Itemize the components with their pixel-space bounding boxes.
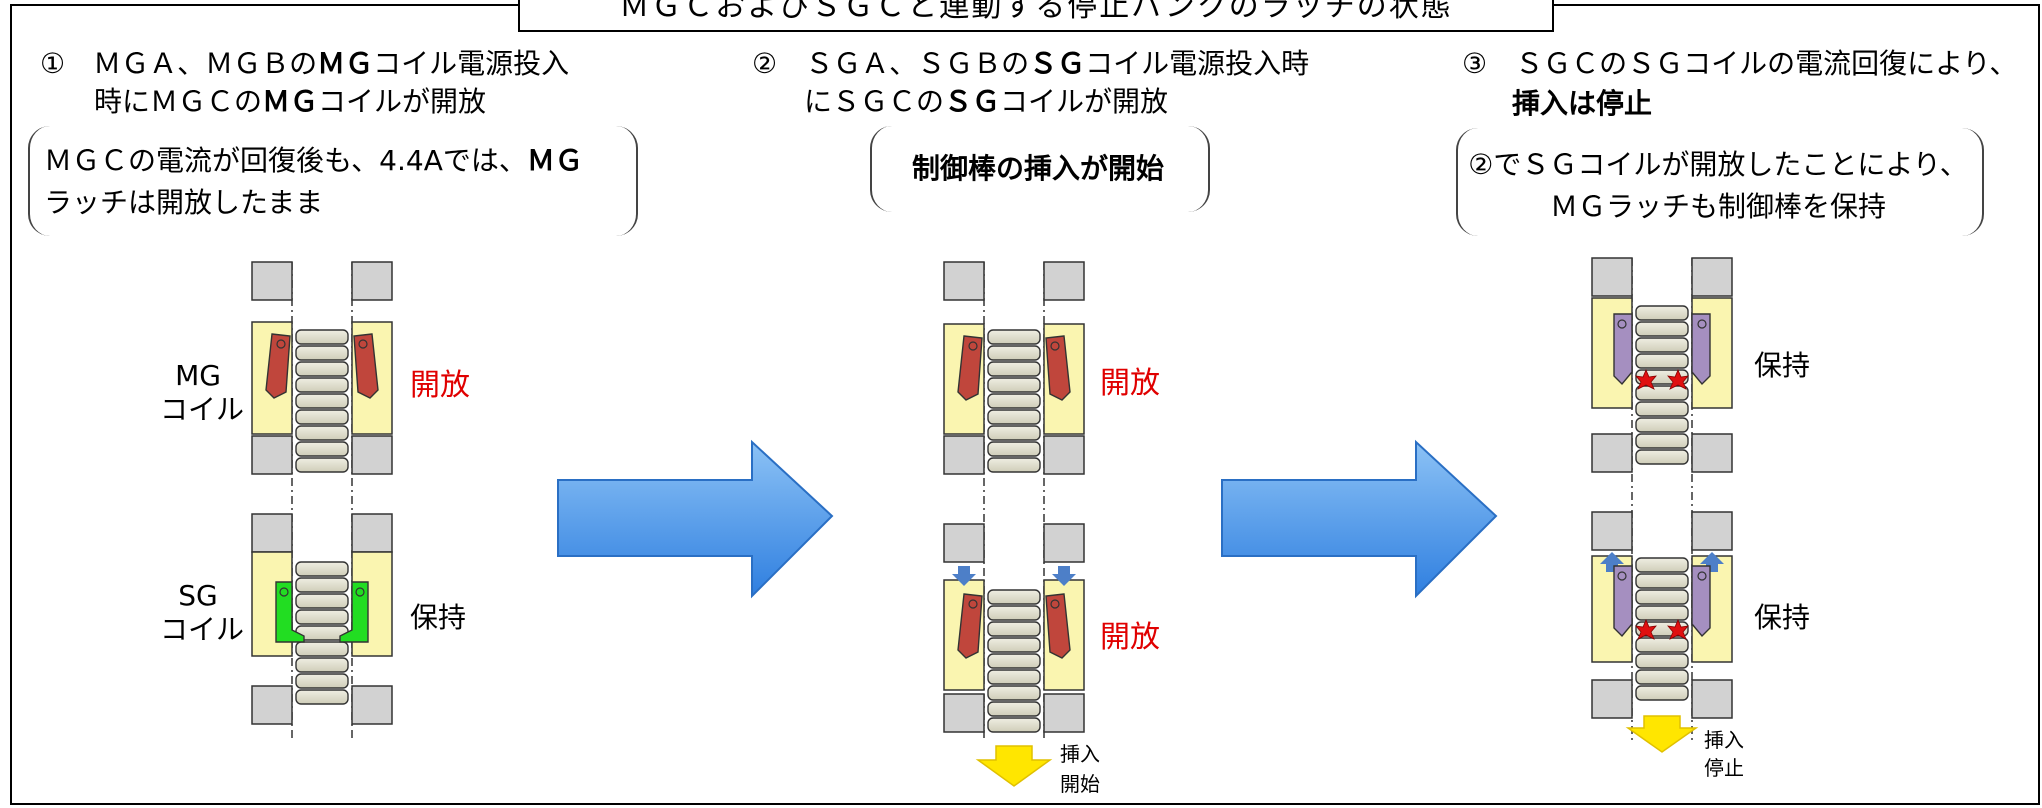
panel2-mg-state: 開放: [1100, 366, 1160, 401]
panel1-heading-line1: ① ＭＧＡ、ＭＧＢのＭＧコイル電源投入: [40, 47, 570, 80]
right-arrow-icon: [557, 439, 834, 599]
mg-coil-label-line2: コイル: [160, 393, 245, 426]
panel1-heading-line2: 時にＭＧＣのＭＧコイルが開放: [94, 85, 487, 118]
sg-latch-right: [339, 581, 369, 643]
mg-coil-label-line1: MG: [175, 359, 221, 392]
panel3-note-bracket: [1456, 128, 1984, 236]
panel1-sg-state: 保持: [410, 601, 467, 634]
sg-coil-label-line1: SG: [178, 579, 218, 612]
insert-down-arrow-icon: [975, 745, 1053, 787]
down-force-icon: [952, 566, 976, 586]
panel1-mg-state: 開放: [410, 368, 470, 403]
panel3-heading-line1: ③ ＳＧＣのＳＧコイルの電流回復により、: [1462, 47, 2018, 80]
panel2-sg-state: 開放: [1100, 620, 1160, 655]
right-arrow-icon: [1221, 439, 1498, 599]
panel3-arrow-label-line2: 停止: [1704, 756, 1744, 780]
down-force-icon: [1052, 566, 1076, 586]
panel1-note-line2: ラッチは開放したまま: [44, 186, 324, 219]
panel1-mechanism: [251, 261, 393, 740]
diagram-title: ＭＧＣおよびＳＧＣと連動する停止バンクのラッチの状態: [518, 0, 1554, 32]
panel1-note-bracket: [28, 126, 638, 236]
sg-latch-left: [275, 581, 305, 643]
panel1-note-line1: ＭＧＣの電流が回復後も、4.4Aでは、ＭＧ: [44, 144, 583, 177]
panel2-note-bracket: [870, 126, 1210, 212]
panel3-note-line2: ＭＧラッチも制御棒を保持: [1549, 190, 1886, 223]
panel2-arrow-label-line2: 開始: [1060, 772, 1100, 796]
panel2-mechanism: [943, 261, 1085, 787]
panel2-arrow-label-line1: 挿入: [1060, 742, 1100, 766]
panel2-heading-line1: ② ＳＧＡ、ＳＧＢのＳＧコイル電源投入時: [752, 47, 1310, 80]
panel3-sg-state: 保持: [1754, 601, 1811, 634]
insert-down-arrow-icon: [1625, 715, 1699, 753]
panel2-note: 制御棒の挿入が開始: [911, 152, 1164, 185]
panel3-heading-line2: 挿入は停止: [1512, 87, 1653, 120]
panel2-heading-line2: にＳＧＣのＳＧコイルが開放: [804, 85, 1169, 118]
panel3-mg-state: 保持: [1754, 349, 1811, 382]
panel3-mechanism: [1591, 257, 1733, 753]
sg-coil-label-line2: コイル: [160, 613, 245, 646]
panel3-note-line1: ②でＳＧコイルが開放したことにより、: [1468, 148, 1968, 181]
panel3-arrow-label-line1: 挿入: [1704, 728, 1744, 752]
